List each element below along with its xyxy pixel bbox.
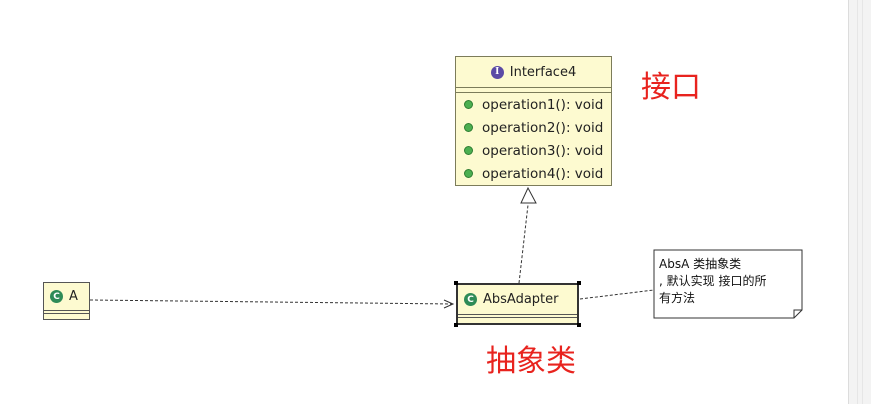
interface-attribute-compartment	[456, 88, 611, 93]
class-icon: C	[464, 293, 477, 306]
public-method-icon	[464, 123, 473, 132]
operation-label: operation3(): void	[482, 142, 604, 159]
operation-label: operation4(): void	[482, 165, 604, 182]
note-fold	[793, 309, 802, 318]
interface-name: Interface4	[509, 64, 577, 80]
note-connector	[579, 289, 655, 300]
note-shape	[653, 249, 803, 319]
note-line: , 默认实现 接口的所	[659, 274, 767, 288]
absadapter-name: AbsAdapter	[483, 292, 559, 307]
note-line: AbsA 类抽象类	[659, 257, 742, 271]
interface4-box[interactable]: I Interface4 operation1(): void operatio…	[455, 56, 612, 186]
class-a-header: C A	[44, 283, 89, 311]
realization-arrowhead	[520, 186, 537, 204]
selection-handle[interactable]	[577, 323, 581, 327]
realization-line	[518, 204, 529, 284]
selection-handle[interactable]	[454, 323, 458, 327]
operation-row[interactable]: operation4(): void	[456, 162, 611, 185]
class-a-name: A	[69, 289, 78, 304]
interface-title: I Interface4	[456, 57, 611, 88]
operation-row[interactable]: operation2(): void	[456, 116, 611, 139]
dependency-line	[89, 299, 453, 305]
public-method-icon	[464, 146, 473, 155]
public-method-icon	[464, 169, 473, 178]
operation-label: operation1(): void	[482, 96, 604, 113]
selection-handle[interactable]	[454, 281, 458, 285]
interface-icon: I	[490, 65, 504, 79]
interface-annotation: 接口	[641, 70, 701, 105]
class-a-box[interactable]: C A	[43, 282, 90, 320]
vertical-scrollbar[interactable]	[848, 0, 871, 404]
absadapter-box[interactable]: C AbsAdapter	[456, 283, 579, 325]
absadapter-attribute-compartment	[458, 315, 577, 318]
operation-row[interactable]: operation3(): void	[456, 139, 611, 162]
abstract-class-annotation: 抽象类	[486, 344, 576, 379]
class-a-attribute-compartment	[44, 311, 89, 314]
public-method-icon	[464, 100, 473, 109]
note-box[interactable]: AbsA 类抽象类 , 默认实现 接口的所 有方法	[654, 250, 802, 318]
absadapter-header: C AbsAdapter	[458, 285, 577, 315]
scrollbar-track	[857, 0, 863, 404]
operation-label: operation2(): void	[482, 119, 604, 136]
class-icon: C	[50, 290, 63, 303]
note-line: 有方法	[659, 291, 696, 305]
dependency-arrowhead	[443, 299, 455, 309]
selection-handle[interactable]	[577, 281, 581, 285]
operation-row[interactable]: operation1(): void	[456, 93, 611, 116]
